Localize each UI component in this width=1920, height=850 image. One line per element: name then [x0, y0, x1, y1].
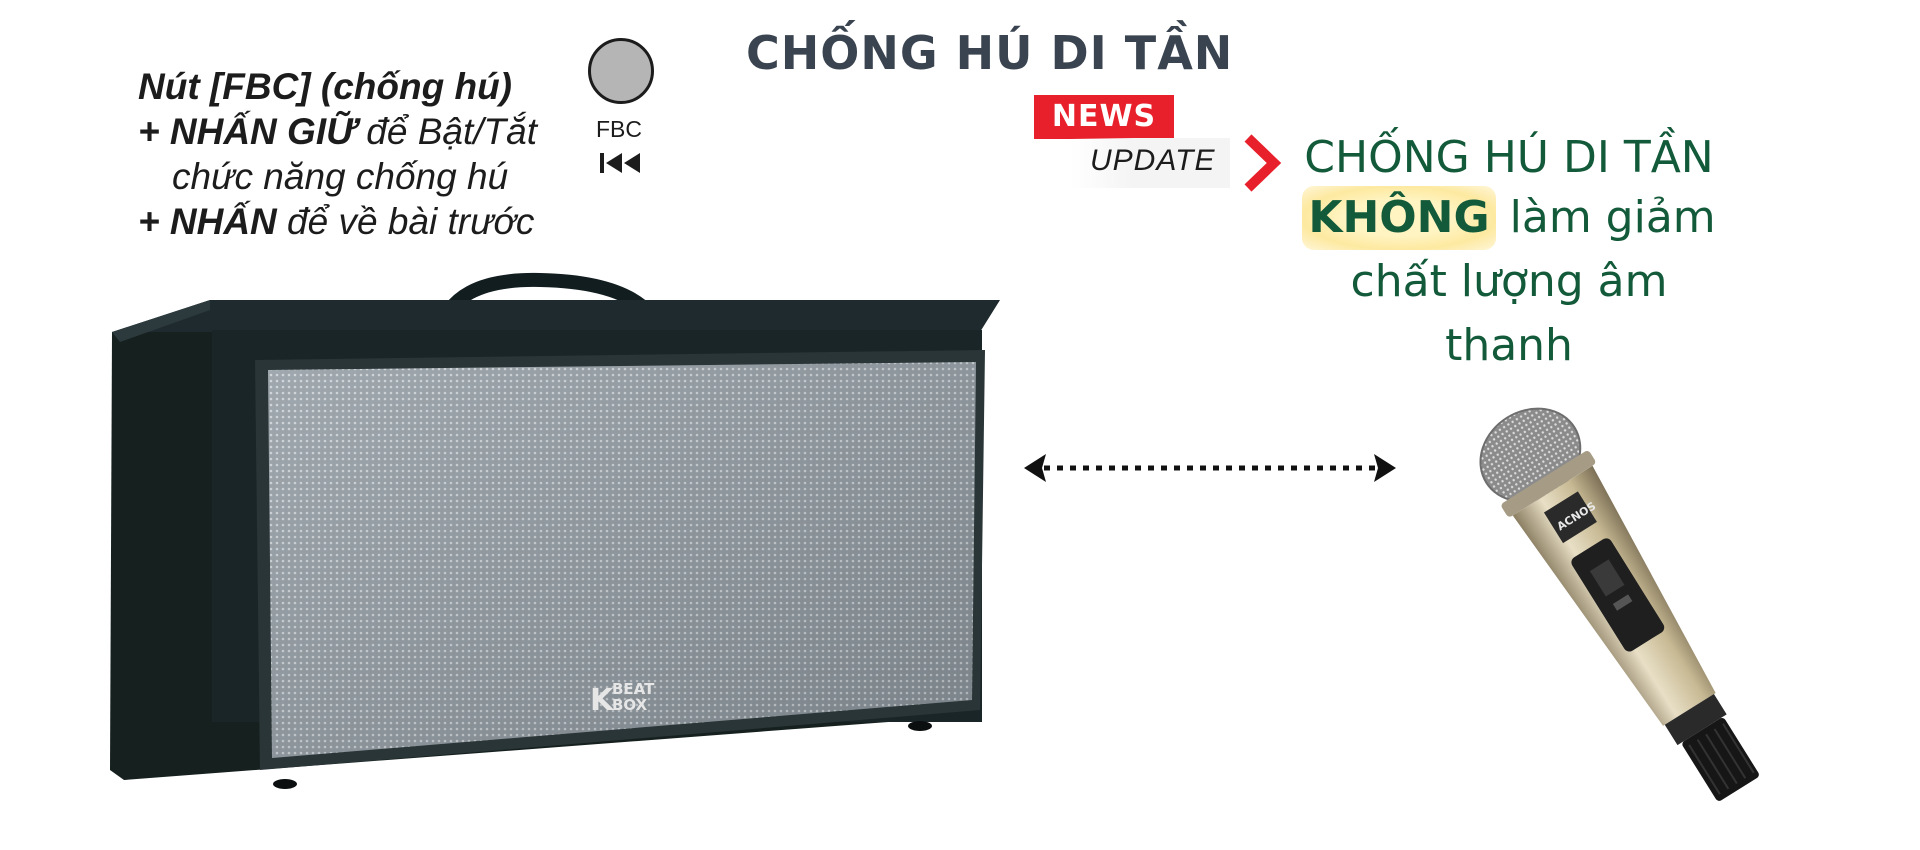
svg-text:BOX: BOX — [612, 696, 648, 714]
page-title: CHỐNG HÚ DI TẦN — [746, 26, 1234, 80]
svg-text:K: K — [590, 683, 615, 718]
headline-title: CHỐNG HÚ DI TẦN — [1304, 132, 1714, 183]
hold-instruction-text: để Bật/Tắt — [356, 111, 538, 152]
skip-previous-icon — [600, 153, 640, 173]
double-arrow-icon — [1024, 454, 1396, 482]
fbc-instructions: Nút [FBC] (chống hú) + NHẤN GIỮ để Bật/T… — [138, 64, 537, 244]
speaker-image: K BEAT BOX — [110, 272, 1000, 789]
update-label: UPDATE — [1090, 144, 1216, 177]
speaker-logo: K BEAT BOX — [590, 680, 655, 718]
headline-line2: làm giảm — [1509, 192, 1716, 243]
fbc-button-label: FBC — [596, 116, 642, 142]
chevron-right-icon — [1244, 134, 1282, 192]
svg-text:BEAT: BEAT — [612, 680, 655, 698]
press-instruction-label: + NHẤN — [138, 201, 277, 242]
hold-instruction-label: + NHẤN GIỮ — [138, 111, 357, 152]
hold-instruction-detail: chức năng chống hú — [172, 156, 509, 197]
headline: CHỐNG HÚ DI TẦN KHÔNG làm giảm chất lượn… — [1284, 130, 1734, 378]
fbc-button[interactable] — [588, 38, 654, 104]
news-badge: NEWS — [1034, 95, 1174, 139]
update-background — [1070, 138, 1230, 188]
highlight-word: KHÔNG — [1302, 186, 1496, 250]
microphone-image: ACNOS — [1479, 407, 1759, 801]
press-instruction-text: để về bài trước — [276, 201, 535, 242]
fbc-heading: Nút [FBC] (chống hú) — [138, 66, 512, 107]
headline-line3: chất lượng âm thanh — [1350, 256, 1668, 371]
